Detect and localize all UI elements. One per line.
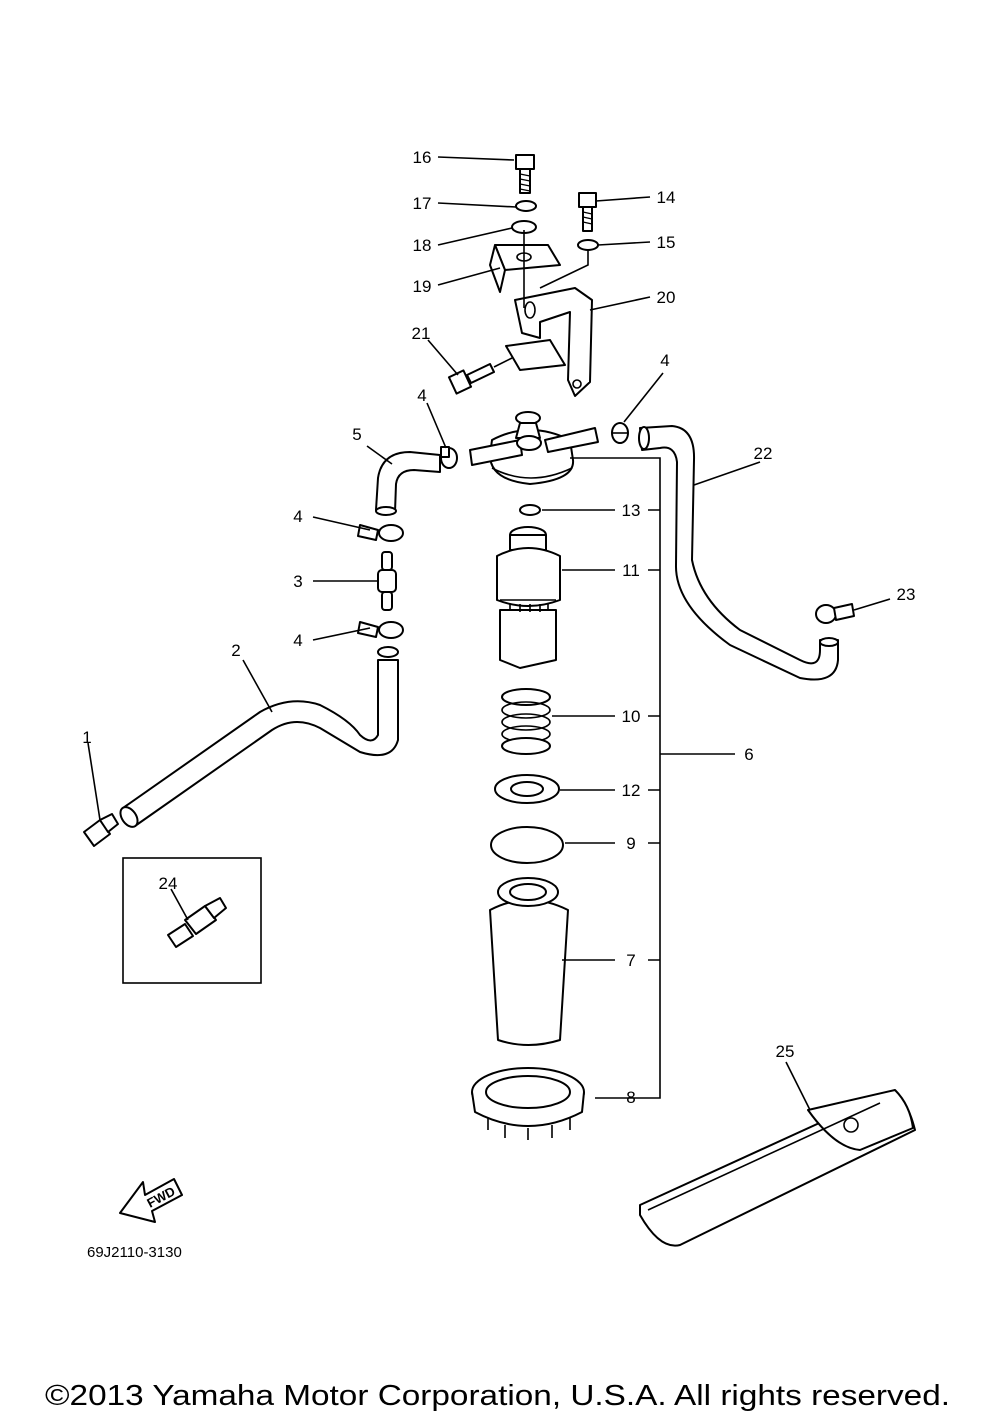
part-label-2: 2 (231, 641, 240, 660)
part-11-filter-element (496, 526, 561, 669)
copyright-notice: ©2013 Yamaha Motor Corporation, U.S.A. A… (45, 1380, 950, 1412)
part-label-8: 8 (626, 1088, 635, 1107)
part-label-23: 23 (897, 585, 916, 604)
part-label-25: 25 (776, 1042, 795, 1061)
part-label-13: 13 (622, 501, 641, 520)
part-23-clip (815, 603, 855, 624)
part-label-4c: 4 (417, 386, 426, 405)
part-label-14: 14 (657, 188, 676, 207)
part-label-4a: 4 (293, 507, 302, 526)
part-1-connector (83, 813, 119, 847)
part-3-connector (377, 551, 397, 611)
part-6-group-bracket (570, 457, 661, 1099)
part-label-15: 15 (657, 233, 676, 252)
part-label-20: 20 (657, 288, 676, 307)
part-24-connector (167, 897, 227, 948)
part-5-elbow-hose (375, 451, 441, 513)
part-label-12: 12 (622, 781, 641, 800)
part-label-9: 9 (626, 834, 635, 853)
part-label-6: 6 (744, 745, 753, 764)
diagram-code: 69J2110-3130 (87, 1244, 182, 1261)
part-4-clip-upper (357, 524, 404, 542)
part-2-hose (122, 659, 399, 827)
part-13-o-ring (519, 504, 541, 516)
part-19-clamp-plate (489, 244, 561, 293)
part-12-gasket (494, 774, 560, 804)
part-8-cup-nut (471, 1067, 585, 1140)
part-label-24: 24 (159, 874, 178, 893)
part-4-clip-right (611, 422, 629, 444)
leader-lines (87, 156, 891, 1111)
part-label-3: 3 (293, 572, 302, 591)
part-10-spring (501, 688, 551, 755)
part-label-19: 19 (413, 277, 432, 296)
part-4-clip-left (440, 446, 458, 469)
part-14-bolt (578, 192, 597, 232)
part-label-4d: 4 (660, 351, 669, 370)
part-22-hose (638, 425, 839, 681)
part-20-bracket (505, 230, 593, 397)
part-16-bolt (515, 154, 535, 194)
part-label-21: 21 (412, 324, 431, 343)
part-21-screw (447, 357, 513, 395)
part-label-7: 7 (626, 951, 635, 970)
part-7-filter-cup (489, 877, 569, 1046)
part-25-bag (639, 1089, 916, 1247)
part-label-5: 5 (352, 425, 361, 444)
part-label-17: 17 (413, 194, 432, 213)
inset-box (122, 857, 262, 984)
part-label-11: 11 (622, 561, 640, 580)
part-label-10: 10 (622, 707, 641, 726)
part-label-18: 18 (413, 236, 432, 255)
part-label-22: 22 (754, 444, 773, 463)
part-17-washer (515, 200, 537, 212)
fwd-arrow-icon: FWD (119, 1178, 183, 1223)
part-15-washer (577, 239, 599, 251)
part-label-4b: 4 (293, 631, 302, 650)
part-label-1: 1 (82, 728, 91, 747)
filter-head (469, 411, 599, 485)
part-4-clip-lower (357, 621, 404, 639)
part-9-o-ring (490, 826, 564, 864)
part-label-16: 16 (413, 148, 432, 167)
